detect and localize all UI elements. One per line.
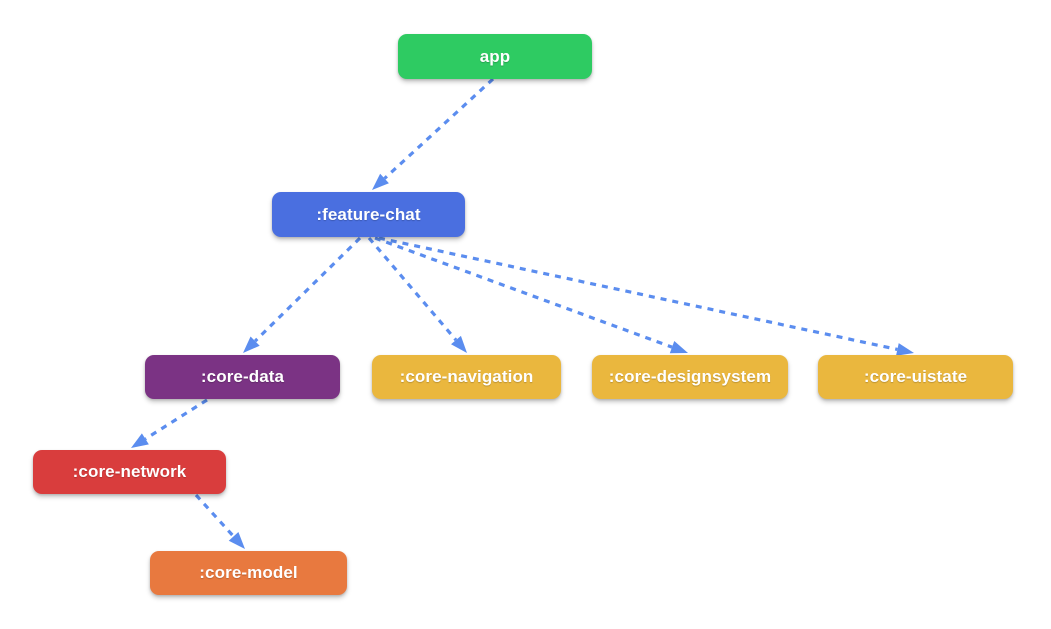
graph-node-label: app <box>479 46 511 66</box>
graph-node-core-model[interactable]: :core-model <box>150 551 347 595</box>
graph-node-label: :core-network <box>72 462 187 481</box>
graph-node-label: :feature-chat <box>316 204 421 224</box>
graph-node-label: :core-navigation <box>399 367 534 386</box>
graph-node-core-designsystem[interactable]: :core-designsystem <box>592 355 788 399</box>
graph-node-core-navigation[interactable]: :core-navigation <box>372 355 561 399</box>
graph-node-app[interactable]: app <box>398 34 592 79</box>
graph-node-label: :core-data <box>200 367 285 386</box>
graph-node-label: :core-model <box>199 563 298 582</box>
graph-node-feature-chat[interactable]: :feature-chat <box>272 192 465 237</box>
graph-node-label: :core-uistate <box>863 367 968 386</box>
graph-node-core-data[interactable]: :core-data <box>145 355 340 399</box>
graph-node-core-uistate[interactable]: :core-uistate <box>818 355 1013 399</box>
graph-node-core-network[interactable]: :core-network <box>33 450 226 494</box>
graph-node-label: :core-designsystem <box>608 367 772 386</box>
